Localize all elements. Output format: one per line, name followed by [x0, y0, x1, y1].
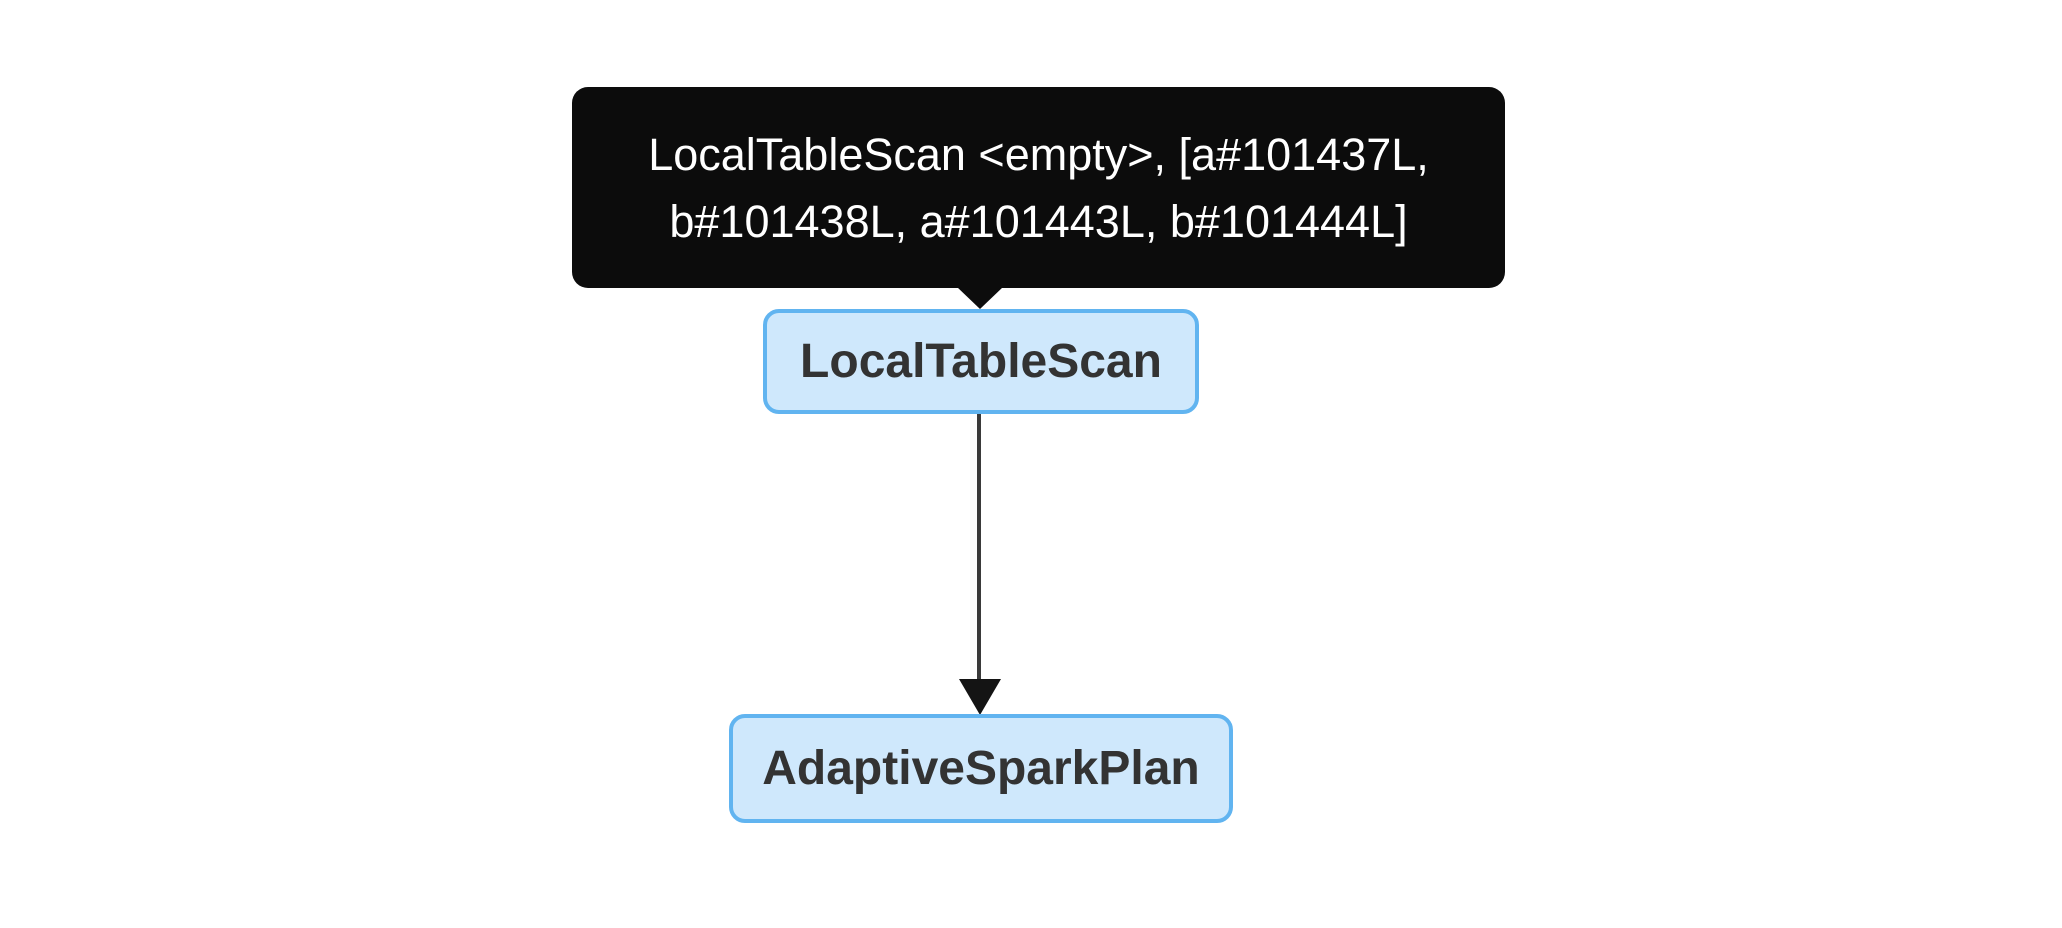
tooltip-text-line1: LocalTableScan <empty>, [a#101437L,: [648, 128, 1429, 180]
node-label: AdaptiveSparkPlan: [762, 742, 1200, 795]
node-label: LocalTableScan: [800, 335, 1162, 388]
edge-line: [977, 414, 981, 680]
edge-arrowhead-icon: [959, 679, 1001, 715]
tooltip-text-line2: b#101438L, a#101443L, b#101444L]: [669, 195, 1408, 247]
node-localtablescan[interactable]: LocalTableScan: [763, 309, 1199, 414]
plan-tooltip: LocalTableScan <empty>, [a#101437L, b#10…: [572, 87, 1505, 309]
tooltip-pointer-icon: [957, 287, 1003, 309]
node-adaptivesparkplan[interactable]: AdaptiveSparkPlan: [729, 714, 1233, 823]
